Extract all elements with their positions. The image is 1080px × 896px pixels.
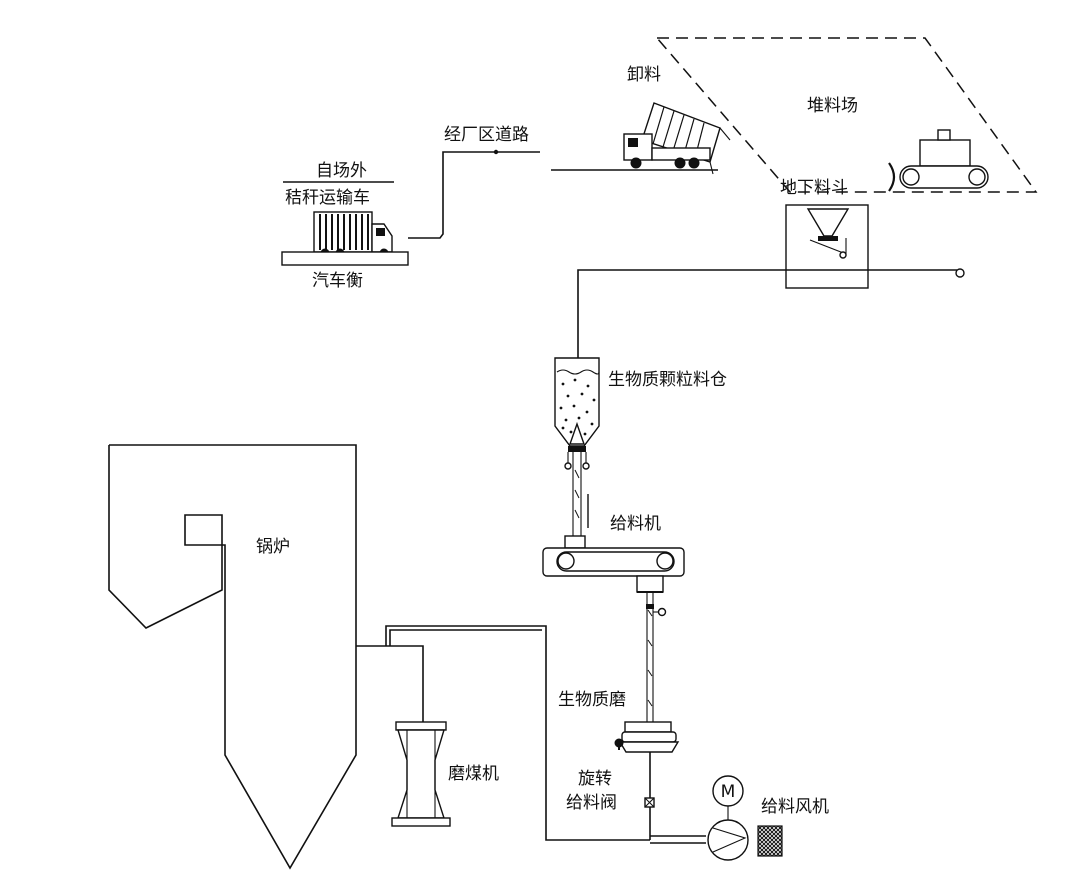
biomass-mill [614,721,680,753]
rotary-feed-valve [644,797,655,808]
biomass-pellet-silo: 生物质颗粒料仓 [554,357,727,470]
straw-truck-label: 自场外 秸秆运输车 [283,161,394,208]
scale-label: 汽车衡 [312,271,363,291]
silo-label: 生物质颗粒料仓 [608,370,727,390]
truck-scale: 汽车衡 [281,251,409,291]
feeder-pipe [646,592,667,722]
rotary-valve-label-1: 旋转 [578,769,612,789]
hopper-label: 地下料斗 [780,178,848,198]
feeder-label: 给料机 [610,514,661,534]
bulldozer-icon [888,129,989,192]
fan-icon [707,819,749,861]
dump-truck-icon [623,102,731,175]
biomass-mill-label: 生物质磨 [558,690,626,710]
plant-road: 经厂区道路 [408,125,718,239]
boiler: 锅炉 [108,444,357,870]
boiler-label: 锅炉 [256,537,290,557]
belt-conveyor [577,268,965,360]
coal-mill: 磨煤机 [391,721,499,827]
truck-label-bottom: 秸秆运输车 [285,188,370,208]
coal-mill-label: 磨煤机 [448,764,499,784]
road-label: 经厂区道路 [444,125,529,145]
silo-chute [572,452,589,536]
feed-fan: M 给料风机 [707,775,829,861]
air-filter-icon [757,825,783,857]
stockyard: 堆料场 [655,37,1038,193]
underground-hopper [785,204,869,289]
fan-label: 给料风机 [761,797,829,817]
feeder [542,535,685,593]
unload-label: 卸料 [627,65,661,85]
truck-label-top: 自场外 [316,161,367,181]
pulverized-fuel-pipes [356,625,706,844]
rotary-valve-label-2: 给料阀 [566,793,617,813]
motor-label: M [721,782,736,802]
stockyard-label: 堆料场 [807,96,858,116]
straw-truck-icon [313,211,393,258]
